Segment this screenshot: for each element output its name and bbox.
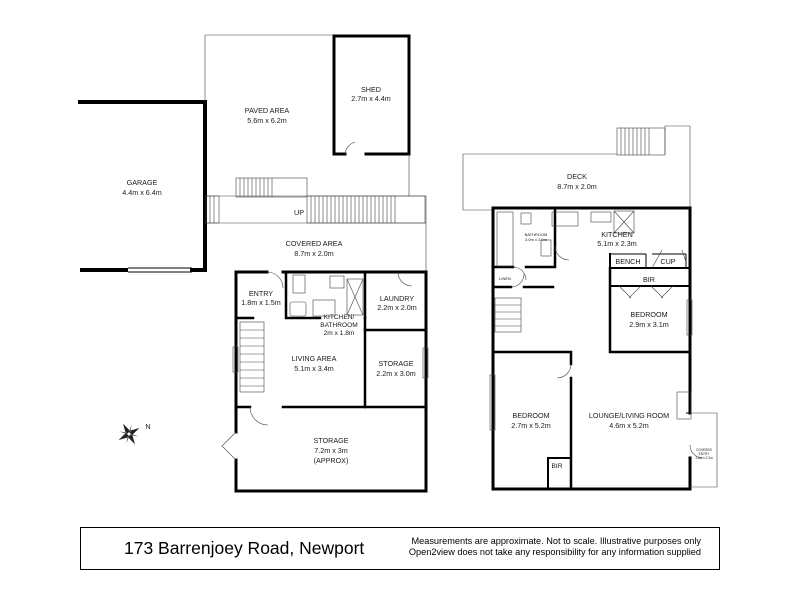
covered-entry-size: 1.6m x 2.3m	[695, 456, 713, 460]
up-label: UP	[294, 208, 304, 217]
shed-size: 2.7m x 4.4m	[351, 94, 391, 103]
bir-left-label: BIR	[552, 463, 563, 470]
laundry-size: 2.2m x 2.0m	[377, 303, 417, 312]
bedroom-left-size: 2.7m x 5.2m	[511, 421, 551, 430]
kitchen-bathroom-label-2: BATHROOM	[320, 322, 358, 329]
entry-size: 1.8m x 1.5m	[241, 298, 281, 307]
disclaimer: Measurements are approximate. Not to sca…	[409, 536, 701, 558]
lounge-size: 4.6m x 5.2m	[609, 421, 649, 430]
storage-large-size: 7.2m x 3m	[314, 446, 348, 455]
bedroom-right-size: 2.9m x 3.1m	[629, 320, 669, 329]
disclaimer-line-1: Measurements are approximate. Not to sca…	[411, 536, 701, 546]
deck-label: DECK	[567, 172, 587, 181]
title-block	[80, 527, 720, 570]
steps-up	[205, 177, 426, 224]
living-area-label: LIVING AREA	[292, 354, 337, 363]
storage-large-label: STORAGE	[313, 436, 348, 445]
compass-icon	[118, 423, 140, 445]
laundry-label: LAUNDRY	[380, 294, 414, 303]
storage-large-note: (APPROX)	[314, 456, 349, 465]
paved-area-label: PAVED AREA	[245, 106, 290, 115]
bathroom-size: 3.0m x 2.0m	[525, 237, 548, 242]
cup-label: CUP	[660, 257, 675, 266]
covered-entry-label-2: ENTRY	[699, 452, 711, 456]
compass-north-label: N	[145, 422, 150, 431]
bir-label: BIR	[643, 275, 655, 284]
kitchen-bathroom-size: 2m x 1.8m	[324, 330, 355, 337]
lower-level	[78, 34, 429, 493]
kitchen-size: 5.1m x 2.3m	[597, 239, 637, 248]
bedroom-right-label: BEDROOM	[630, 310, 667, 319]
bench-label: BENCH	[615, 257, 640, 266]
upper-level	[462, 125, 718, 491]
garage-size: 4.4m x 6.4m	[122, 188, 162, 197]
disclaimer-line-2: Open2view does not take any responsibili…	[408, 547, 701, 557]
property-address: 173 Barrenjoey Road, Newport	[124, 538, 365, 558]
lounge-label: LOUNGE/LIVING ROOM	[589, 411, 669, 420]
living-area-size: 5.1m x 3.4m	[294, 364, 334, 373]
room-labels: GARAGE 4.4m x 6.4m PAVED AREA 5.6m x 6.2…	[122, 85, 713, 470]
kitchen-bathroom-label-1: KITCHEN/	[324, 314, 355, 321]
covered-area-label: COVERED AREA	[286, 239, 343, 248]
storage-small-size: 2.2m x 3.0m	[376, 369, 416, 378]
kitchen-label: KITCHEN	[601, 230, 633, 239]
covered-area-size: 8.7m x 2.0m	[294, 249, 334, 258]
shed-label: SHED	[361, 85, 381, 94]
bedroom-left-label: BEDROOM	[512, 411, 549, 420]
paved-area-size: 5.6m x 6.2m	[247, 116, 287, 125]
entry-label: ENTRY	[249, 289, 273, 298]
garage-label: GARAGE	[127, 178, 158, 187]
storage-small-label: STORAGE	[378, 359, 413, 368]
covered-entry-label-1: COVERED	[696, 448, 712, 452]
bathroom-label: BATHROOM	[525, 232, 548, 237]
linen-label: LINEN	[499, 276, 511, 281]
deck-size: 8.7m x 2.0m	[557, 182, 597, 191]
